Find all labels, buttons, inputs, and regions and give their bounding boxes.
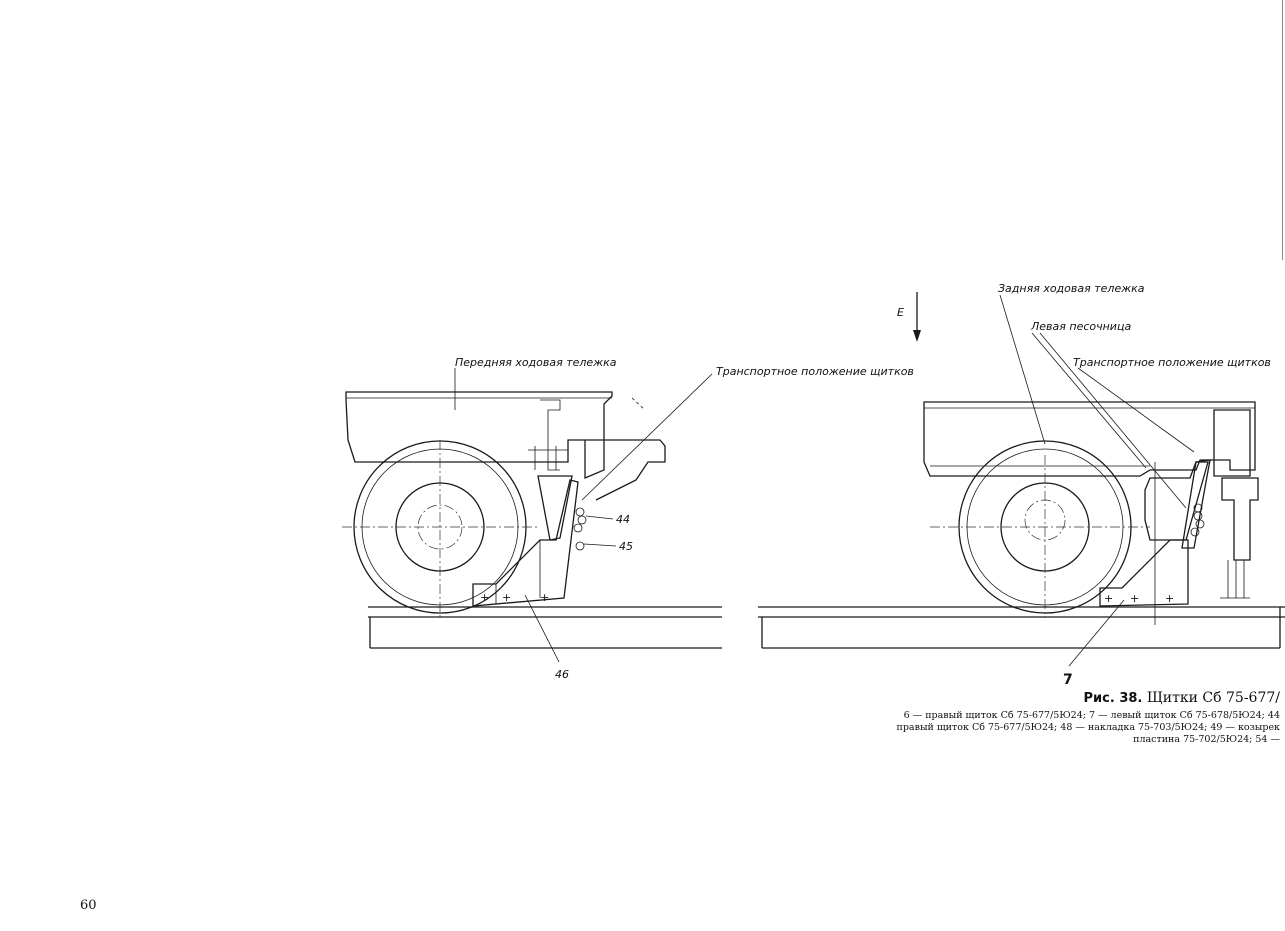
caption-line: пластина 75-702/5Ю24; 54 — — [1133, 734, 1280, 745]
front-bracket-46 — [473, 480, 578, 606]
front-bogie-frame — [346, 392, 612, 478]
svg-text:+: + — [502, 591, 511, 604]
page-edge-line — [1282, 0, 1283, 260]
sand-pipe — [1222, 478, 1258, 560]
front-rail — [368, 607, 722, 648]
rear-bogie-frame — [924, 402, 1255, 476]
page-number: 60 — [80, 898, 97, 913]
front-bogie-view: + + + — [342, 368, 722, 662]
label-left-sandbox: Левая песочница — [1030, 320, 1131, 333]
callout-7: 7 — [1063, 672, 1073, 688]
figure-caption-title: Рис. 38. Щитки Сб 75-677/ — [1060, 690, 1280, 706]
callout-46: 46 — [555, 668, 569, 681]
callout-45: 45 — [619, 540, 633, 553]
label-view-letter: E — [897, 306, 904, 319]
figure-title: Щитки Сб 75-677/ — [1146, 690, 1280, 706]
figure-label: Рис. 38. — [1083, 691, 1143, 706]
rear-bracket-7 — [1100, 540, 1188, 606]
view-arrow — [913, 292, 921, 342]
rear-bogie-view: + + + — [758, 295, 1285, 666]
svg-text:+: + — [1104, 592, 1113, 605]
caption-line: 6 — правый щиток Сб 75-677/5Ю24; 7 — лев… — [903, 710, 1280, 721]
rear-rail — [758, 607, 1285, 648]
svg-text:+: + — [540, 591, 549, 604]
label-front-bogie: Передняя ходовая тележка — [455, 356, 617, 369]
label-transport-left: Транспортное положение щитков — [716, 365, 914, 378]
rear-shield — [1182, 460, 1210, 548]
callout-44: 44 — [616, 513, 630, 526]
front-shield — [538, 476, 572, 540]
rear-sandbox — [1145, 462, 1208, 540]
figure-caption-body: 6 — правый щиток Сб 75-677/5Ю24; 7 — лев… — [800, 710, 1280, 746]
caption-line: правый щиток Сб 75-677/5Ю24; 48 — наклад… — [896, 722, 1280, 733]
svg-text:+: + — [480, 591, 489, 604]
front-frame-extension — [585, 440, 665, 500]
label-transport-right: Транспортное положение щитков — [1073, 356, 1271, 369]
svg-text:+: + — [1130, 592, 1139, 605]
label-rear-bogie: Задняя ходовая тележка — [998, 282, 1145, 295]
svg-text:+: + — [1165, 592, 1174, 605]
